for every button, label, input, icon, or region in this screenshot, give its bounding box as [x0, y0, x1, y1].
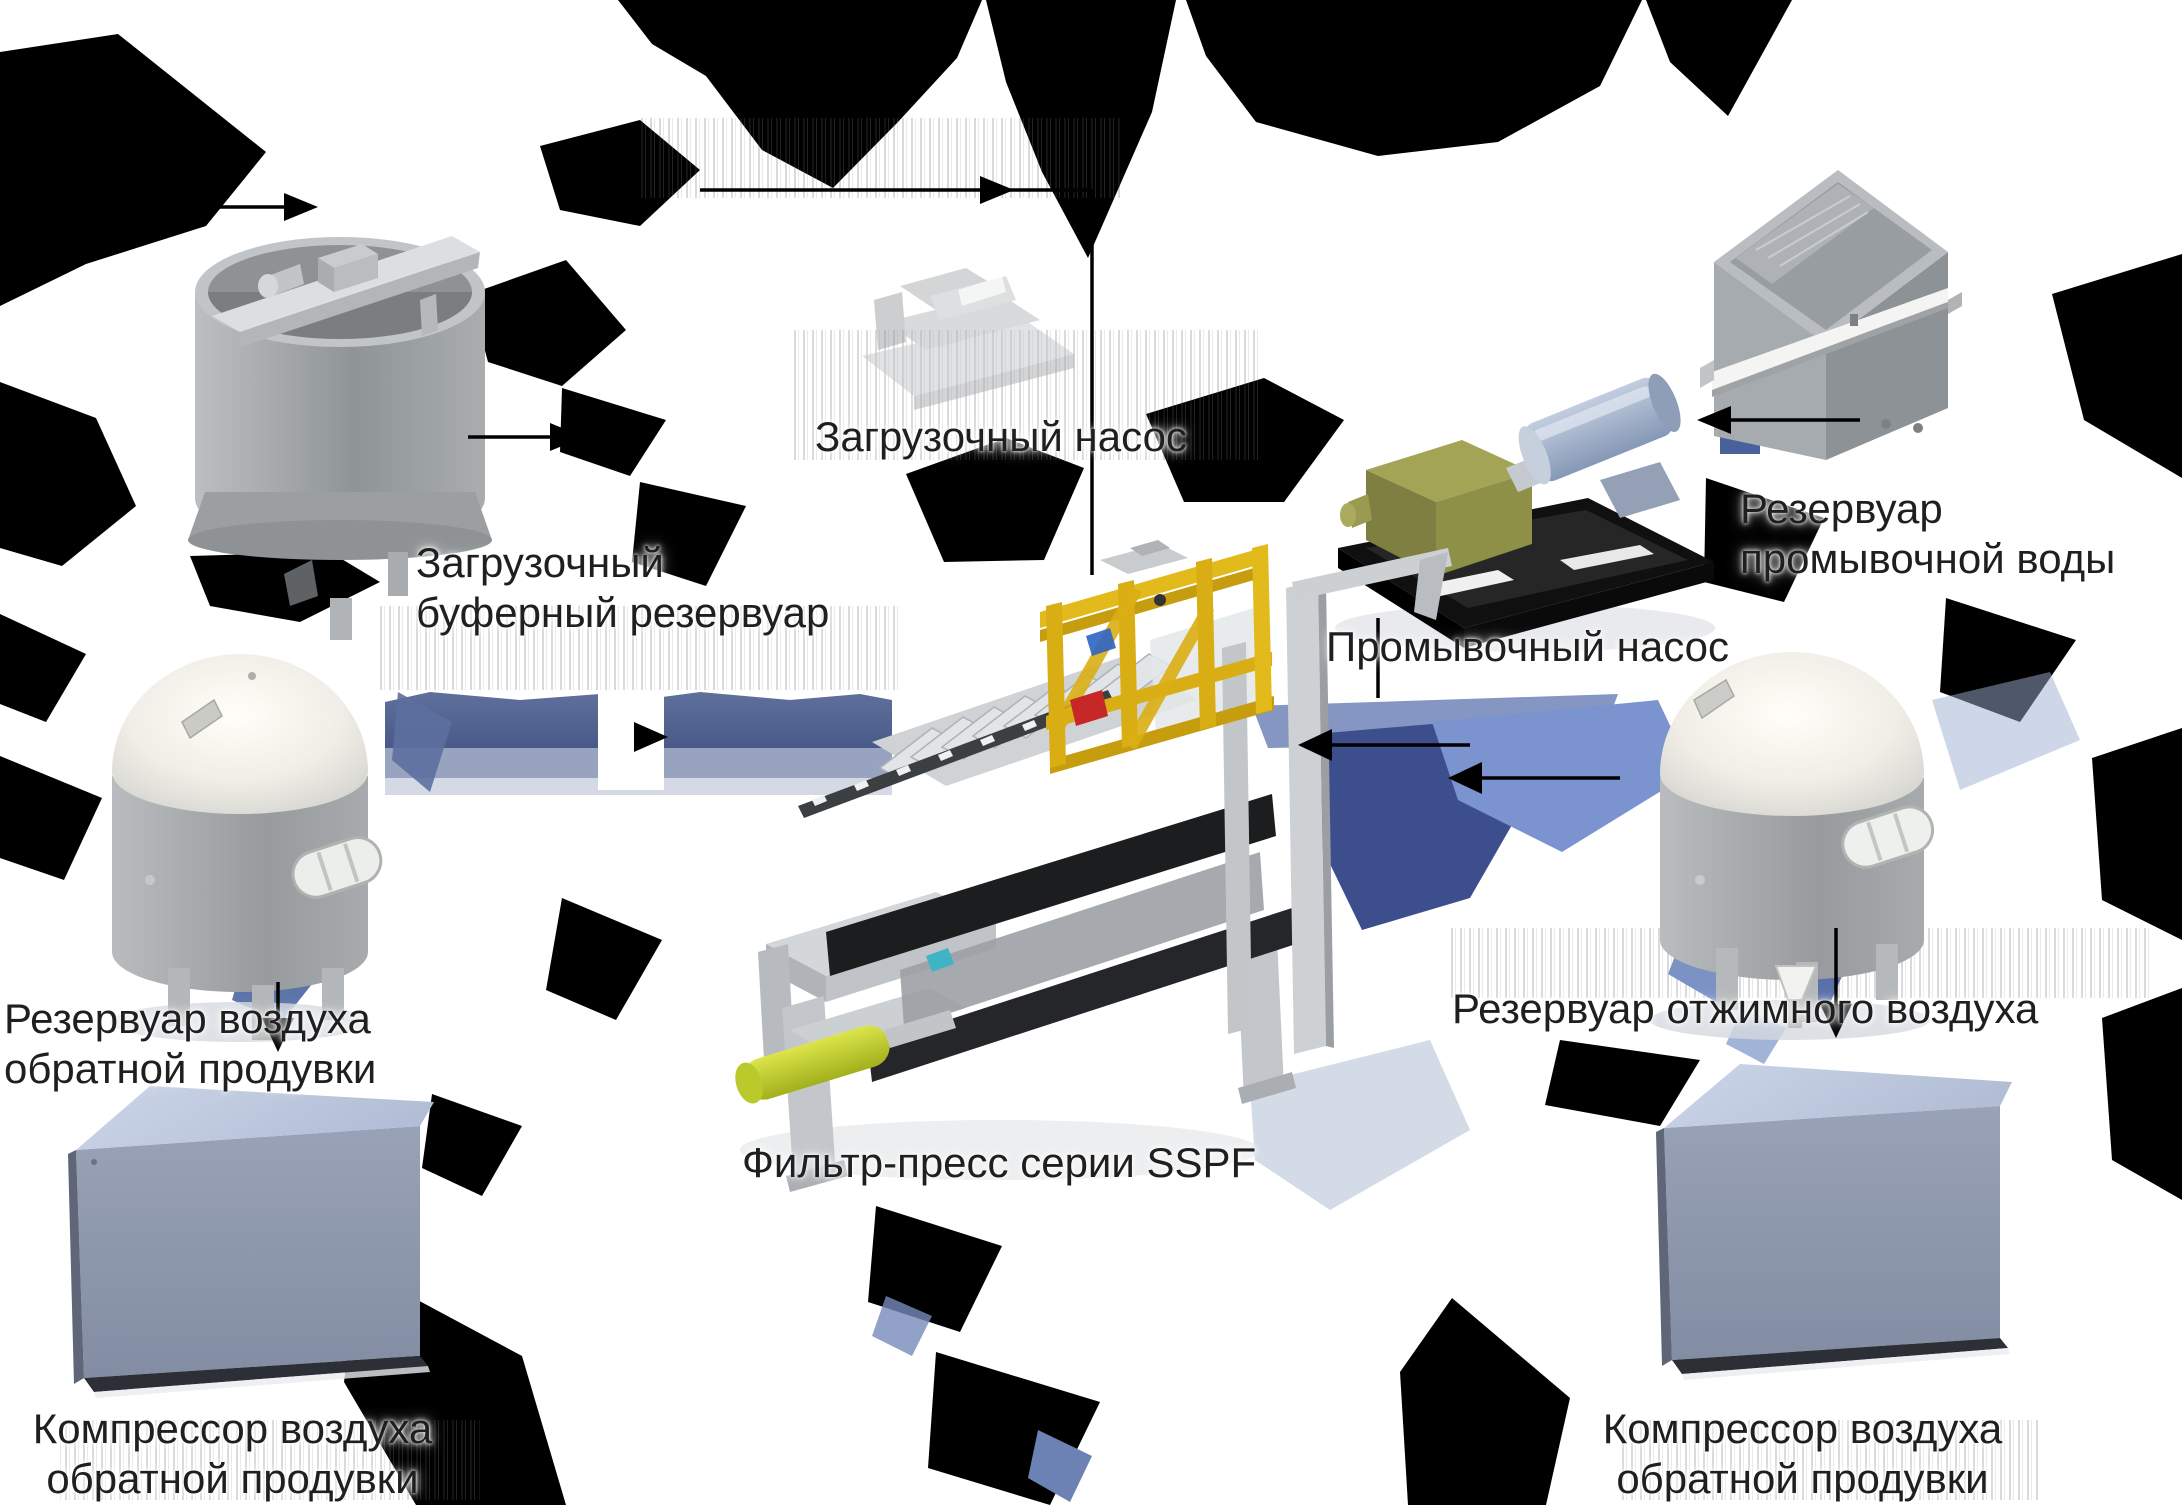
label-line: Загрузочный насос	[815, 413, 1187, 460]
label-backblow-air-tank: Резервуар воздуха обратной продувки	[4, 994, 376, 1095]
label-line: Резервуар воздуха	[4, 995, 371, 1042]
squeeze-air-tank	[1660, 652, 1935, 1028]
label-loading-pump: Загрузочный насос	[815, 412, 1187, 462]
label-line: Резервуар отжимного воздуха	[1452, 985, 2039, 1032]
label-line: буферный резервуар	[416, 589, 830, 637]
label-line: промывочной воды	[1740, 535, 2116, 583]
hydraulic-cylinder	[735, 1025, 890, 1104]
label-line: Промывочный насос	[1326, 623, 1730, 670]
label-line: Компрессор воздуха	[32, 1405, 433, 1452]
label-wash-water-tank: Резервуар промывочной воды	[1740, 484, 2115, 585]
filter-press	[735, 540, 1452, 1192]
label-line: обратной продувки	[1616, 1455, 1989, 1503]
label-compressor-left: Компрессор воздуха обратной продувки	[0, 1404, 465, 1505]
loading-pump	[862, 268, 1074, 410]
label-line: Резервуар	[1740, 485, 1943, 532]
label-buffer-tank: Загрузочный буферный резервуар	[416, 538, 829, 639]
label-line: Компрессор воздуха	[1602, 1405, 2003, 1452]
gantry-frame	[1040, 540, 1274, 774]
backblow-compressor-right	[1656, 1064, 2012, 1380]
label-wash-pump: Промывочный насос	[1326, 622, 1729, 672]
label-squeeze-air-tank: Резервуар отжимного воздуха	[1452, 984, 2038, 1034]
label-line: Фильтр-пресс серии SSPF	[742, 1139, 1257, 1186]
label-line: Загрузочный	[416, 539, 664, 586]
label-line: обратной продувки	[4, 1045, 377, 1093]
backblow-air-tank	[112, 654, 383, 1040]
buffer-tank	[188, 236, 492, 640]
label-compressor-right: Компрессор воздуха обратной продувки	[1570, 1404, 2035, 1505]
label-filter-press: Фильтр-пресс серии SSPF	[742, 1138, 1256, 1188]
wash-pump	[1338, 373, 1714, 648]
label-line: обратной продувки	[46, 1455, 419, 1503]
wash-water-tank	[1700, 170, 1962, 460]
backblow-compressor-left	[68, 1086, 434, 1398]
flow-arrows	[140, 176, 1860, 1052]
